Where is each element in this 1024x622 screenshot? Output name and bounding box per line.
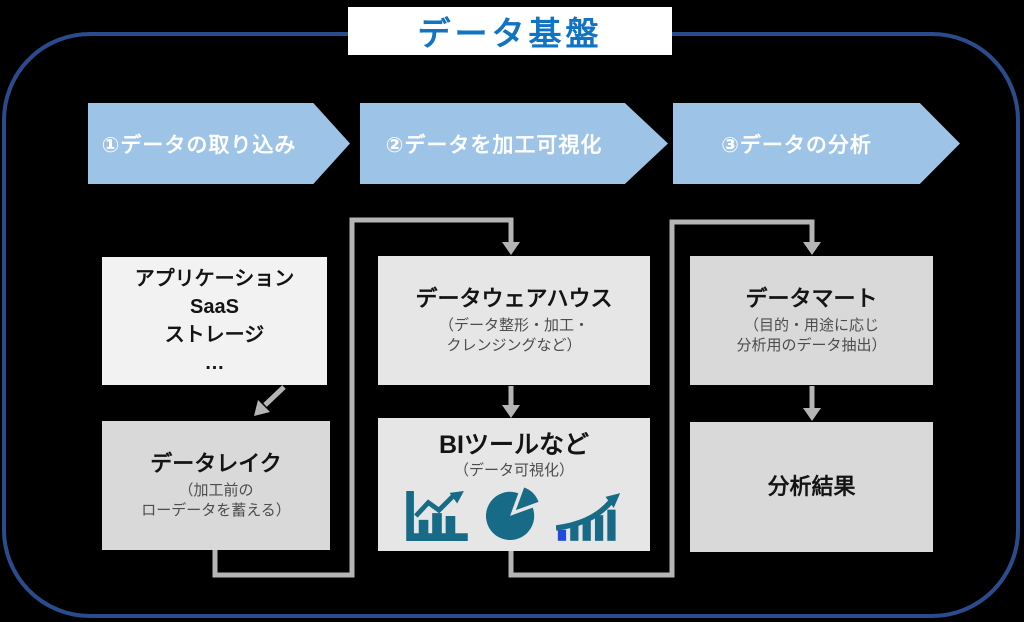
data-warehouse-note: （データ整形・加工・ クレンジングなど） <box>439 316 589 357</box>
data-lake-note-line-1: （加工前の <box>178 482 254 499</box>
pie-chart-icon <box>485 487 539 541</box>
sources-line-storage: ストレージ <box>164 324 265 346</box>
data-warehouse-note-line-1: （データ整形・加工・ <box>438 317 589 334</box>
data-mart-note: （目的・用途に応じ 分析用のデータ抽出） <box>736 316 886 357</box>
data-mart-title: データマート <box>745 285 878 311</box>
data-lake-note-line-2: ローデータを蓄える） <box>141 502 291 520</box>
bi-tools-note-line-1: （データ可視化） <box>453 462 574 479</box>
data-mart-note-line-1: （目的・用途に応じ <box>743 317 879 334</box>
bar-chart-trend-icon <box>406 491 468 542</box>
sources-box: アプリケーション SaaS ストレージ … <box>102 257 327 385</box>
data-warehouse-title: データウェアハウス <box>415 285 613 311</box>
bi-icon-row <box>406 487 622 542</box>
data-warehouse-box: データウェアハウス （データ整形・加工・ クレンジングなど） <box>378 256 650 385</box>
step-chevron-analyze: ③データの分析 <box>673 103 960 184</box>
bi-tools-box: BIツールなど （データ可視化） <box>378 418 650 551</box>
sources-line-saas: SaaS <box>190 296 239 318</box>
growth-bars-arrow-icon <box>556 493 621 542</box>
page-title: データ基盤 <box>348 7 672 55</box>
data-lake-note: （加工前の ローデータを蓄える） <box>141 481 291 522</box>
sources-line-applications: アプリケーション <box>134 268 295 290</box>
data-warehouse-note-line-2: クレンジングなど） <box>446 337 582 355</box>
bi-tools-note: （データ可視化） <box>454 461 574 481</box>
step-chevron-process: ②データを加工可視化 <box>360 103 668 184</box>
data-lake-title: データレイク <box>150 450 282 476</box>
step-label: ①データの取り込み <box>101 133 297 157</box>
step-chevron-ingest: ①データの取り込み <box>88 103 350 184</box>
analysis-result-title: 分析結果 <box>767 474 856 500</box>
step-label: ②データを加工可視化 <box>385 133 603 157</box>
step-label: ③データの分析 <box>721 133 872 157</box>
data-lake-box: データレイク （加工前の ローデータを蓄える） <box>102 421 330 550</box>
data-mart-box: データマート （目的・用途に応じ 分析用のデータ抽出） <box>690 256 933 385</box>
page-title-text: データ基盤 <box>417 15 603 52</box>
analysis-result-box: 分析結果 <box>690 422 933 552</box>
bi-tools-title: BIツールなど <box>438 430 589 459</box>
sources-line-ellipsis: … <box>204 352 225 374</box>
data-mart-note-line-2: 分析用のデータ抽出） <box>736 337 887 355</box>
